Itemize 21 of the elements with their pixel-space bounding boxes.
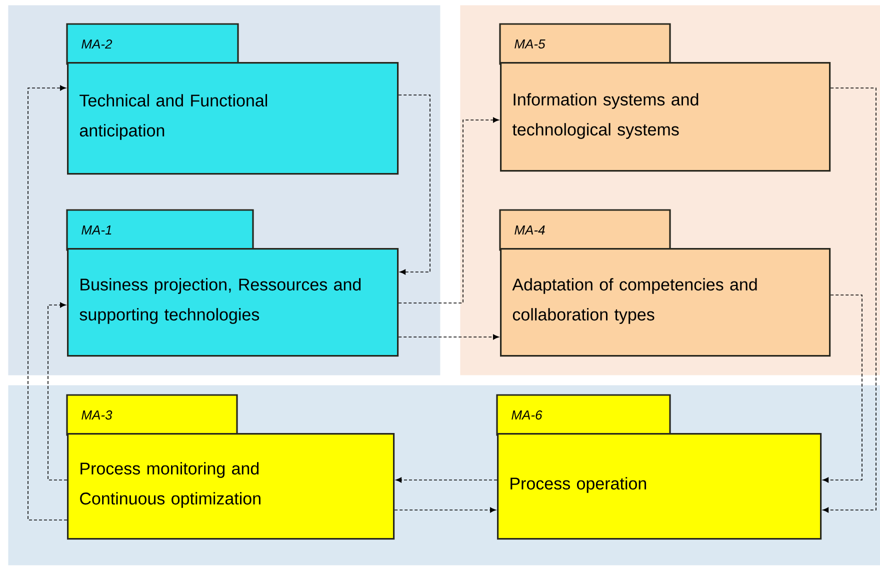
package-box: MA-3 Process monitoring and Continuous optimization	[66, 394, 395, 540]
node-label: MA-1	[82, 226, 112, 234]
arrow	[28, 85, 68, 520]
node-label: MA-4	[514, 226, 545, 234]
package-box: MA-1 Business projection, Ressources and supporting technologies	[66, 209, 399, 357]
node-label: MA-6	[512, 410, 542, 420]
node-label: MA-3	[82, 410, 112, 420]
package-box: MA-4 Adaptation of competencies and collaboration types	[499, 209, 831, 357]
arrow	[398, 334, 499, 340]
arrow	[398, 94, 430, 275]
arrow	[822, 88, 876, 513]
arrow	[398, 117, 499, 304]
arrow	[396, 477, 498, 483]
node-label: MA-2	[82, 39, 112, 49]
arrow	[822, 294, 862, 483]
package-box: MA-2 Technical and Functional anticipation	[66, 23, 399, 175]
arrow	[394, 507, 496, 513]
package-box: MA-5 Information systems and technological systems	[499, 23, 831, 172]
arrow	[48, 302, 68, 480]
package-box: MA-6 Process operation	[496, 394, 822, 540]
node-label: MA-5	[514, 39, 546, 49]
